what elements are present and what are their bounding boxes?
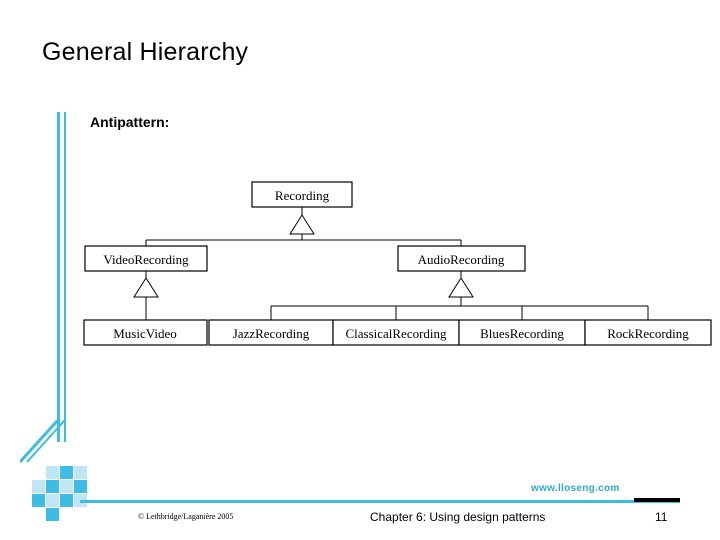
uml-class-videorecording: VideoRecording (103, 252, 189, 267)
uml-class-jazzrecording: JazzRecording (233, 326, 310, 341)
uml-class-hierarchy-diagram: Recording VideoRecording AudioRecording … (0, 160, 720, 370)
footer-page-number: 11 (655, 510, 668, 524)
uml-class-classicalrecording: ClassicalRecording (345, 326, 447, 341)
antipattern-label: Antipattern: (90, 114, 170, 130)
footer-accent-rule (80, 500, 680, 503)
accent-diagonal-decoration (20, 420, 140, 530)
site-url: www.lloseng.com (531, 483, 620, 494)
accent-vertical-bar-inner (64, 112, 66, 442)
uml-class-audiorecording: AudioRecording (418, 252, 505, 267)
uml-class-rockrecording: RockRecording (607, 326, 689, 341)
uml-class-recording: Recording (275, 188, 330, 203)
uml-class-bluesrecording: BluesRecording (480, 326, 564, 341)
footer-copyright: © Lethbridge/Laganière 2005 (138, 512, 234, 521)
accent-vertical-bar-outer (57, 112, 60, 442)
page-title: General Hierarchy (42, 38, 249, 66)
footer-chapter-label: Chapter 6: Using design patterns (370, 510, 546, 524)
uml-class-musicvideo: MusicVideo (113, 326, 177, 341)
footer-accent-rule-dark (634, 498, 680, 502)
